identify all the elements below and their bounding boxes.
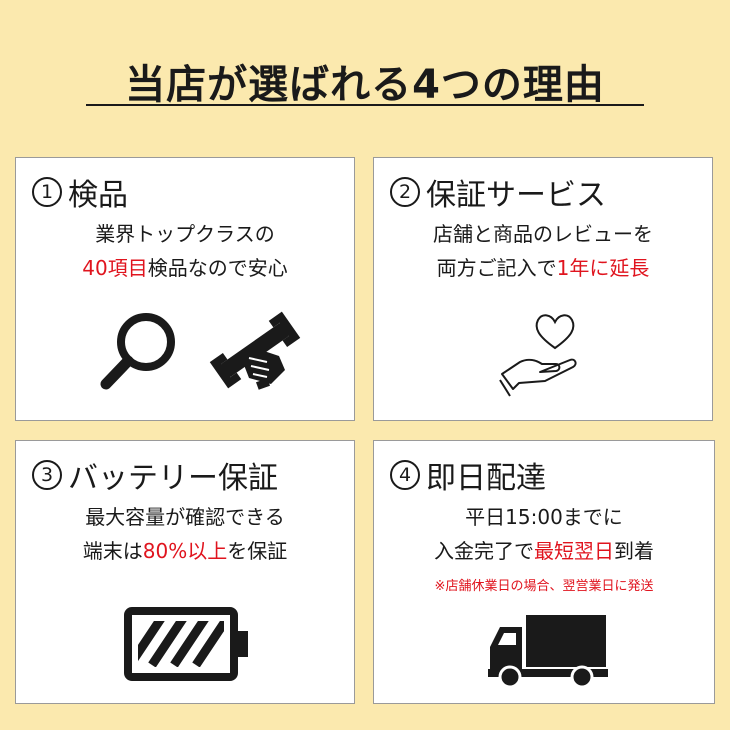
reason-card-delivery: 4 即日配達 平日15:00までに 入金完了で最短翌日到着 ※店舗休業日の場合、… — [373, 440, 715, 704]
reason-card-battery: 3 バッテリー保証 最大容量が確認できる 端末は80%以上を保証 — [15, 440, 355, 704]
circled-number: 2 — [390, 177, 420, 207]
highlight-text: 最短翌日 — [534, 539, 614, 563]
circled-number: 4 — [390, 460, 420, 490]
reason-card-warranty-service: 2 保証サービス 店舗と商品のレビューを 両方ご記入で1年に延長 — [373, 157, 713, 421]
card-heading: 4 即日配達 — [390, 453, 546, 497]
desc-text: 端末は — [82, 539, 143, 563]
heading-text: 検品 — [68, 178, 128, 213]
desc-line-1: 最大容量が確認できる — [85, 505, 285, 529]
circled-number: 3 — [32, 460, 62, 490]
highlight-text: 40項目 — [82, 256, 148, 280]
heading-text: 保証サービス — [426, 178, 606, 213]
reason-card-inspection: 1 検品 業界トップクラスの 40項目検品なので安心 — [15, 157, 355, 421]
truck-icon — [488, 615, 608, 689]
desc-text: 両方ご記入で — [436, 256, 557, 280]
desc-text: 入金完了で — [434, 539, 534, 563]
highlight-text: 1年に延長 — [556, 256, 650, 280]
highlight-text: 80%以上 — [142, 539, 228, 563]
desc-line-2: 端末は80%以上を保証 — [16, 535, 354, 564]
card-heading: 3 バッテリー保証 — [32, 453, 278, 497]
desc-line-2: 入金完了で最短翌日到着 — [374, 535, 714, 564]
card-heading: 1 検品 — [32, 170, 128, 214]
heading-text: 即日配達 — [426, 461, 546, 496]
wrench-hand-icon — [209, 311, 301, 390]
desc-line-2: 40項目検品なので安心 — [16, 252, 354, 281]
magnifier-icon — [100, 313, 175, 390]
battery-icon — [124, 607, 248, 681]
circled-number: 1 — [32, 177, 62, 207]
desc-text: 到着 — [614, 539, 654, 563]
desc-line-1: 平日15:00までに — [465, 505, 623, 529]
heading-text: バッテリー保証 — [68, 461, 278, 496]
desc-text: を保証 — [227, 539, 288, 563]
desc-line-1: 店舗と商品のレビューを — [433, 222, 653, 246]
desc-text: 検品なので安心 — [147, 256, 288, 280]
page-title: 当店が選ばれる4つの理由 — [125, 62, 605, 108]
desc-line-1: 業界トップクラスの — [95, 222, 275, 246]
delivery-note: ※店舗休業日の場合、翌営業日に発送 — [434, 579, 654, 594]
heart-hand-icon — [499, 314, 577, 397]
desc-line-2: 両方ご記入で1年に延長 — [374, 252, 712, 281]
title-underline — [86, 104, 644, 106]
card-heading: 2 保証サービス — [390, 170, 606, 214]
